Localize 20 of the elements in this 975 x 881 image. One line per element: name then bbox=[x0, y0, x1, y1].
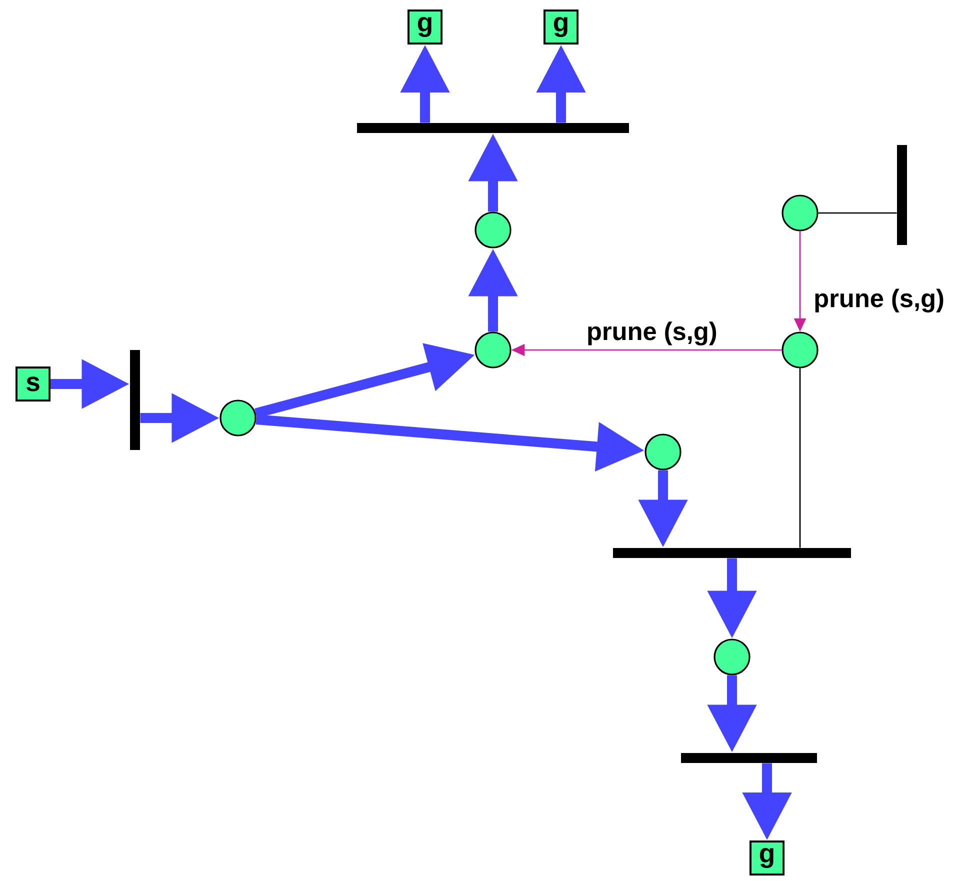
place-circle bbox=[220, 400, 256, 436]
place-circle bbox=[474, 212, 512, 248]
connector-line bbox=[799, 368, 801, 548]
letter-box: s bbox=[16, 366, 50, 402]
place-circle bbox=[474, 332, 512, 368]
edge-label: prune (s,g) bbox=[812, 287, 946, 314]
transition-bar bbox=[613, 548, 851, 558]
transition-bar bbox=[897, 145, 907, 245]
letter-box: g bbox=[544, 10, 578, 44]
edge-label: prune (s,g) bbox=[585, 320, 719, 347]
transition-bar bbox=[357, 123, 629, 133]
place-circle bbox=[644, 434, 682, 470]
place-circle bbox=[782, 332, 818, 368]
place-circle bbox=[714, 638, 750, 676]
connector-line bbox=[818, 212, 897, 214]
letter-box: g bbox=[750, 840, 784, 876]
place-circle bbox=[782, 194, 818, 232]
letter-box: g bbox=[408, 10, 442, 44]
transition-bar bbox=[681, 753, 817, 763]
transition-bar bbox=[130, 350, 140, 450]
